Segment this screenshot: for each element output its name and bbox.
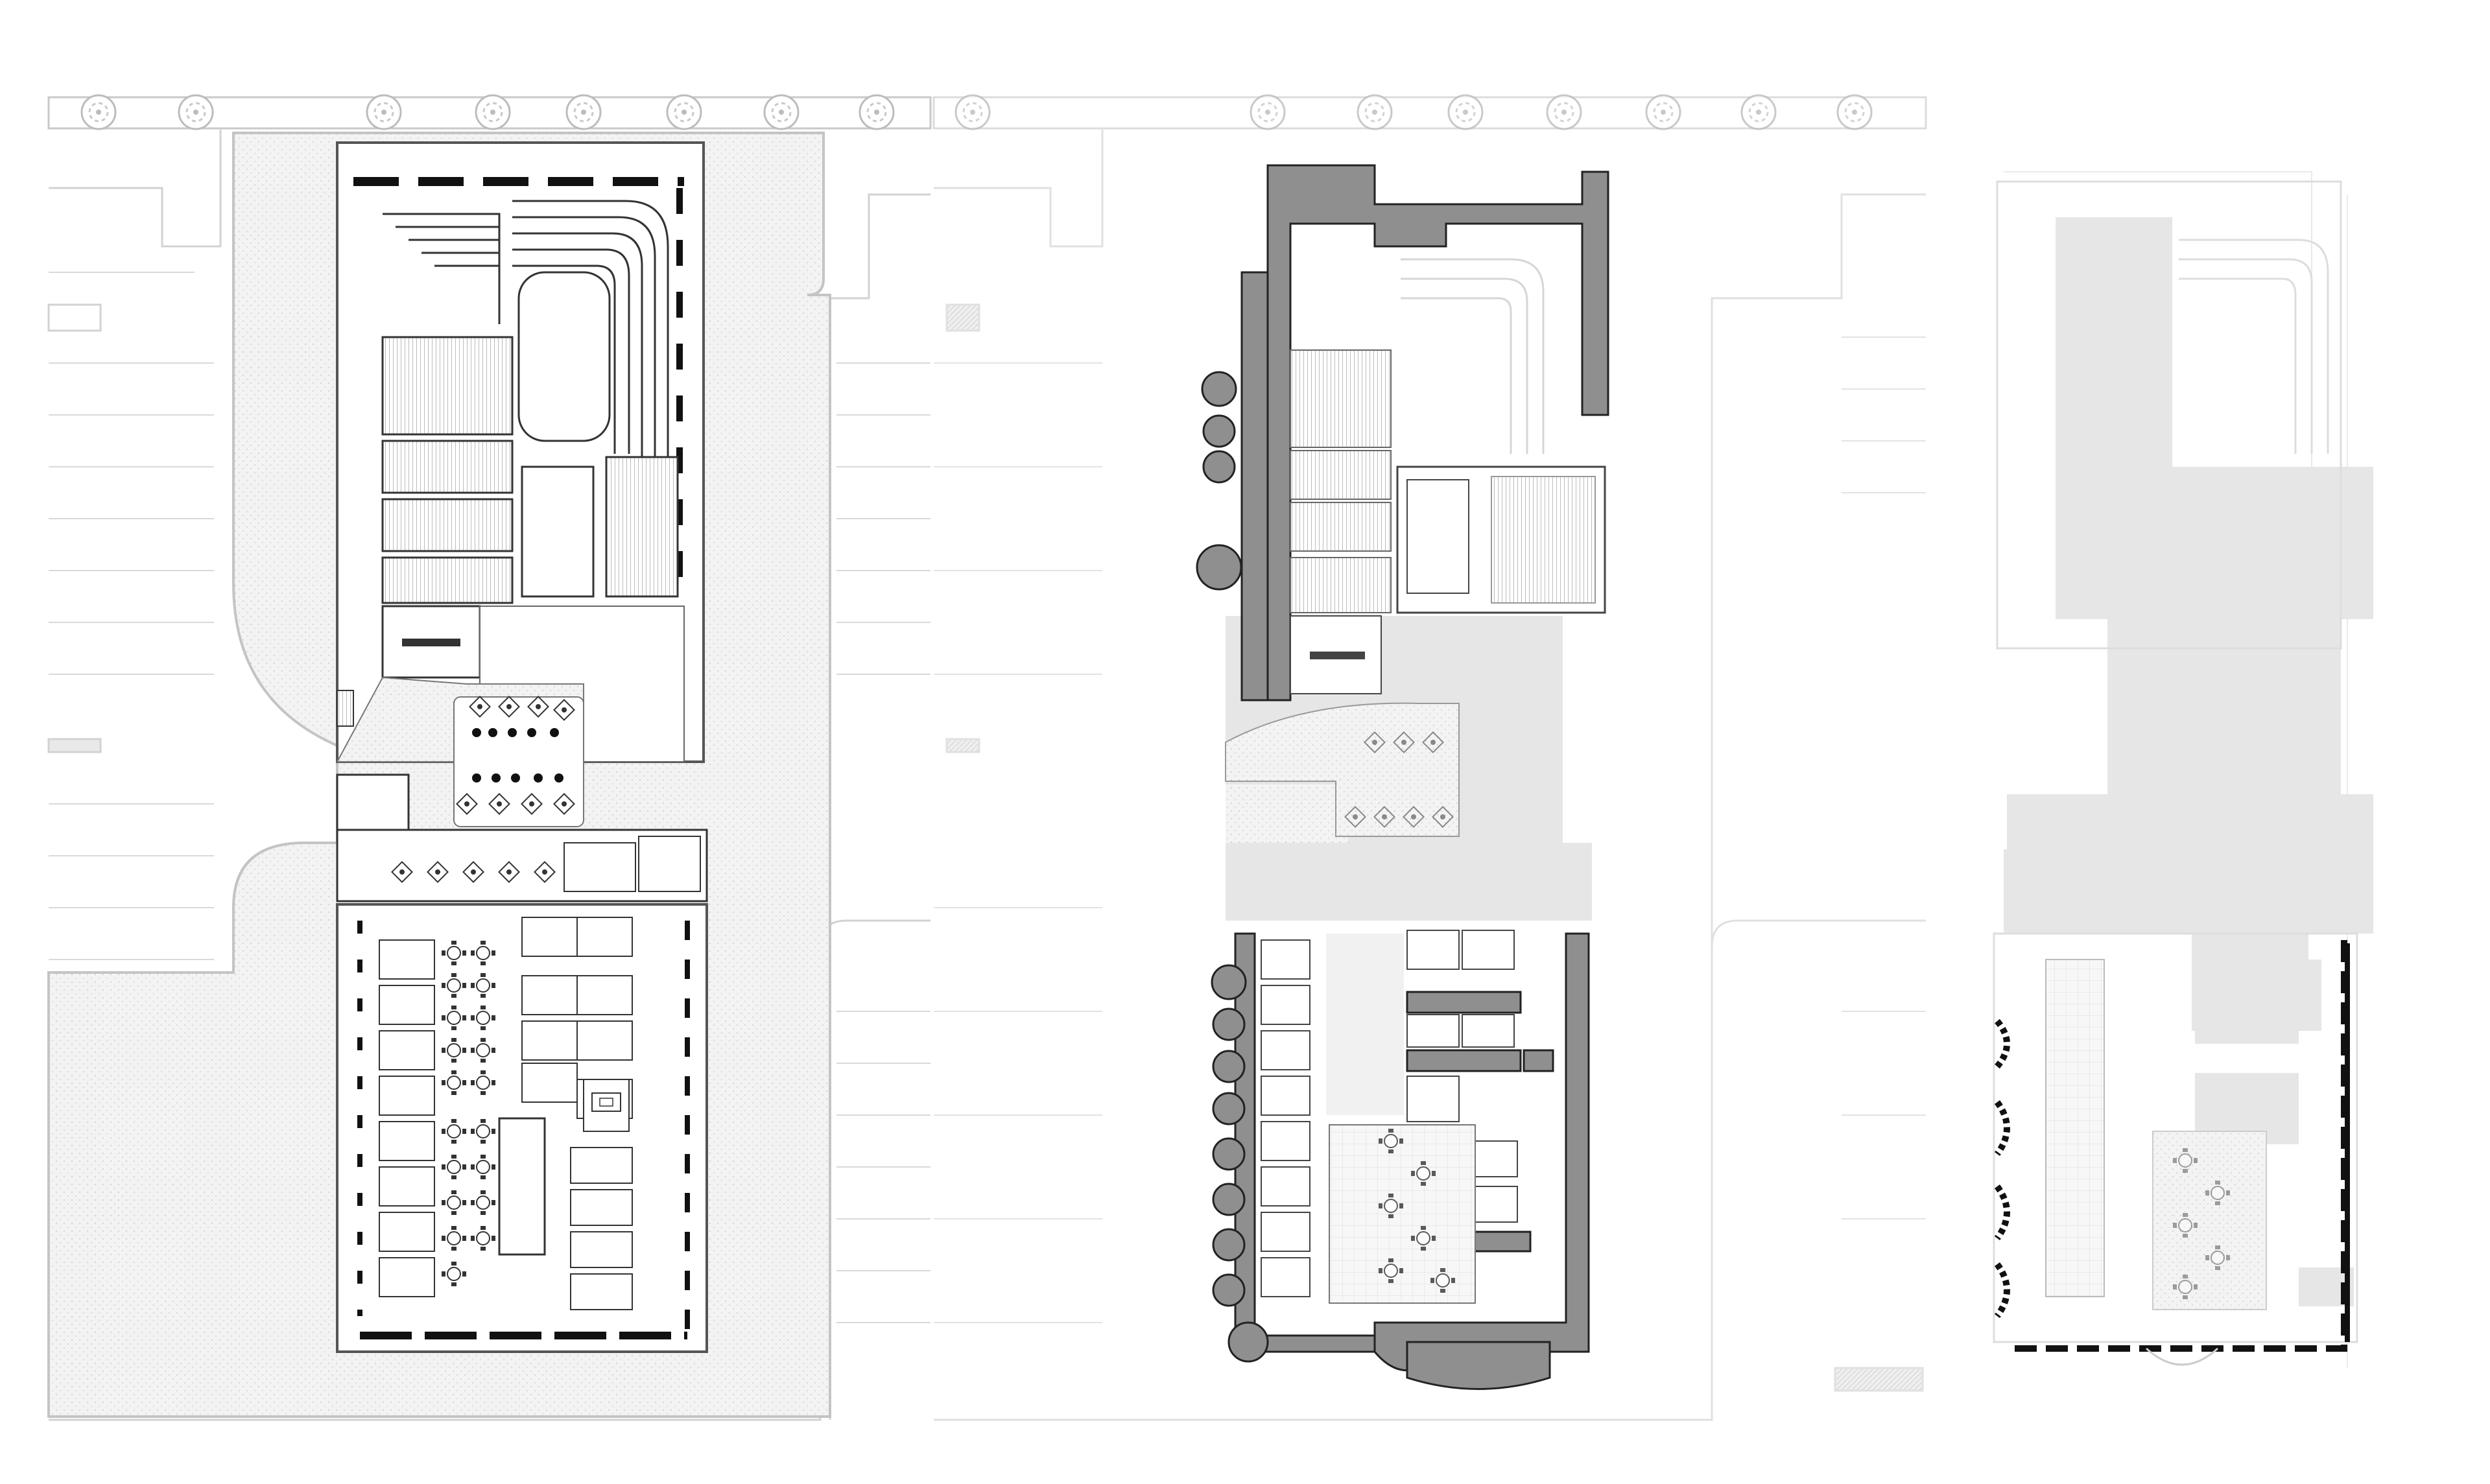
columns	[472, 728, 563, 783]
connector-wing	[336, 773, 708, 902]
massing-floor-plan	[1993, 171, 2373, 1368]
parking-lot-ghost	[934, 130, 1926, 1421]
terrace-steps	[383, 200, 669, 596]
housing-units	[379, 917, 633, 1310]
lower-building	[336, 903, 708, 1353]
pool-area	[521, 465, 595, 598]
massing-block	[2007, 217, 2373, 985]
structure-floor-plan	[932, 94, 1927, 1421]
site-floor-plan	[47, 94, 932, 1421]
classroom-tiers-ghost	[1290, 349, 1392, 613]
building-edge	[2010, 940, 2347, 1352]
units-ghost	[1261, 930, 1518, 1297]
stair-icon	[337, 690, 354, 727]
upper-building	[336, 141, 705, 827]
auditorium-seating	[605, 456, 679, 598]
wall-niches	[1196, 371, 1242, 591]
classroom-tiers	[381, 336, 514, 604]
street-trees	[80, 94, 895, 130]
